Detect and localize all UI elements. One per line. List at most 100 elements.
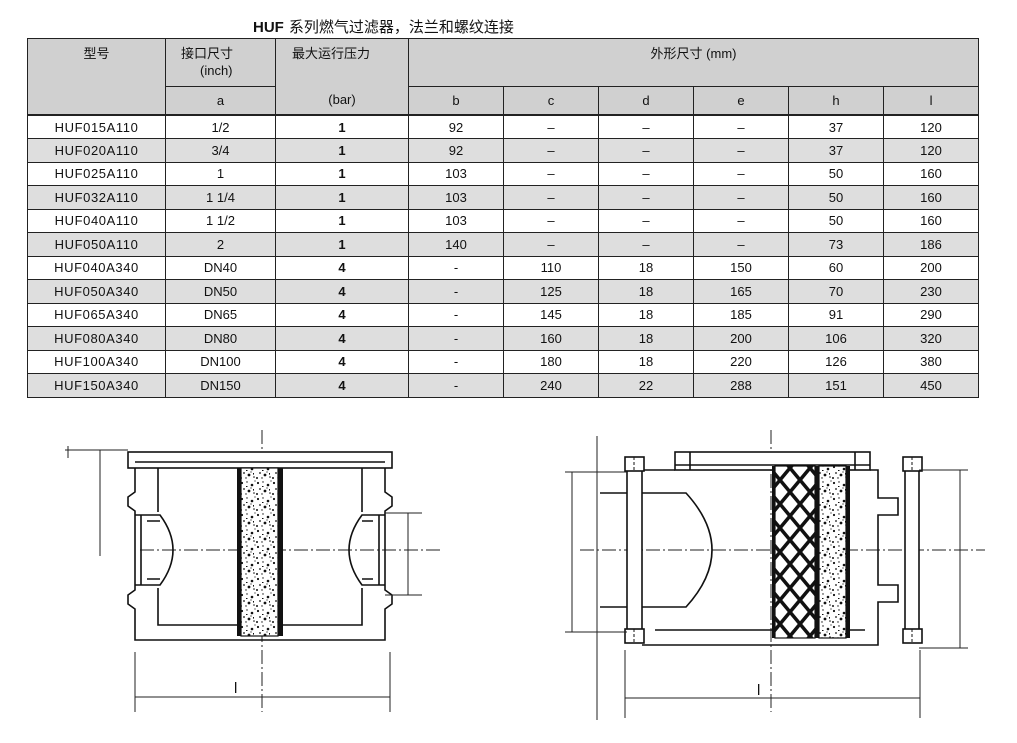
body-outline — [127, 468, 393, 641]
cell-b: 92 — [408, 114, 504, 139]
cell-model: HUF100A340 — [27, 349, 166, 374]
cell-c: 125 — [503, 279, 599, 304]
cell-pressure: 4 — [275, 255, 409, 280]
cell-connection: DN65 — [165, 302, 276, 327]
header-pressure-unit: (bar) — [328, 92, 356, 107]
cell-connection: 1 1/2 — [165, 208, 276, 233]
cell-d: – — [598, 208, 694, 233]
outlet-port — [348, 514, 385, 586]
right-drawing: l — [565, 430, 985, 720]
length-label: l — [234, 680, 237, 697]
header-symbol-a: a — [165, 86, 276, 116]
header-dimensions: 外形尺寸 (mm) — [407, 38, 980, 87]
cell-b: 103 — [408, 161, 504, 186]
header-pressure: 最大运行压力 (bar) — [275, 38, 409, 116]
filter-frame-right — [278, 468, 283, 636]
cell-e: – — [693, 232, 789, 257]
cell-model: HUF050A110 — [27, 232, 166, 257]
cell-l: 450 — [882, 373, 980, 398]
header-symbol-l: l — [882, 86, 980, 116]
cell-l: 380 — [882, 349, 980, 374]
header-model-label: 型号 — [83, 46, 110, 61]
filter-element — [240, 467, 279, 637]
header-symbol-h: h — [788, 86, 884, 116]
title-model: HUF — [253, 19, 284, 36]
cell-c: – — [503, 208, 599, 233]
cell-model: HUF032A110 — [27, 185, 166, 210]
cell-d: 18 — [598, 302, 694, 327]
cell-model: HUF015A110 — [27, 114, 166, 139]
cell-model: HUF080A340 — [27, 326, 166, 351]
cell-model: HUF020A110 — [27, 138, 166, 163]
cell-d: 18 — [598, 255, 694, 280]
cell-b: - — [408, 373, 504, 398]
cell-b: 92 — [408, 138, 504, 163]
cell-l: 160 — [882, 208, 980, 233]
cell-d: – — [598, 232, 694, 257]
cell-pressure: 4 — [275, 279, 409, 304]
cover — [127, 451, 393, 469]
cell-connection: 1 1/4 — [165, 185, 276, 210]
cell-h: 106 — [788, 326, 884, 351]
title-text: 系列燃气过滤器，法兰和螺纹连接 — [288, 19, 514, 36]
cell-c: 145 — [503, 302, 599, 327]
cell-l: 200 — [882, 255, 980, 280]
inlet-flange — [626, 469, 643, 633]
cover-inner-line — [675, 452, 870, 470]
spec-table: 型号 接口尺寸 (inch) 最大运行压力 (bar) 外形尺寸 (mm) a … — [27, 38, 980, 398]
filter-element — [818, 465, 847, 639]
cell-h: 70 — [788, 279, 884, 304]
header-connection: 接口尺寸 (inch) — [165, 38, 276, 87]
cell-c: – — [503, 138, 599, 163]
cell-e: 185 — [693, 302, 789, 327]
cell-d: – — [598, 161, 694, 186]
header-row-1: 型号 接口尺寸 (inch) 最大运行压力 (bar) 外形尺寸 (mm) — [27, 38, 980, 116]
inlet-port — [600, 492, 713, 608]
cell-b: - — [408, 255, 504, 280]
cell-c: 110 — [503, 255, 599, 280]
filter-mesh — [774, 465, 816, 639]
cell-e: – — [693, 114, 789, 139]
cell-l: 230 — [882, 279, 980, 304]
cell-h: 73 — [788, 232, 884, 257]
cell-e: 220 — [693, 349, 789, 374]
cell-h: 37 — [788, 138, 884, 163]
cell-model: HUF040A110 — [27, 208, 166, 233]
cell-d: – — [598, 185, 694, 210]
cell-connection: DN150 — [165, 373, 276, 398]
cell-c: – — [503, 232, 599, 257]
cell-b: - — [408, 279, 504, 304]
cell-h: 37 — [788, 114, 884, 139]
cell-h: 91 — [788, 302, 884, 327]
cell-pressure: 1 — [275, 138, 409, 163]
header-symbol-e: e — [693, 86, 789, 116]
cell-e: – — [693, 161, 789, 186]
cell-l: 120 — [882, 138, 980, 163]
cell-b: - — [408, 302, 504, 327]
cell-connection: DN50 — [165, 279, 276, 304]
cell-e: – — [693, 185, 789, 210]
cell-pressure: 4 — [275, 373, 409, 398]
spec-table-header: 型号 接口尺寸 (inch) 最大运行压力 (bar) 外形尺寸 (mm) a … — [27, 38, 980, 116]
body-outline — [642, 469, 899, 646]
cell-h: 60 — [788, 255, 884, 280]
cell-d: – — [598, 138, 694, 163]
outlet-flange — [904, 469, 920, 633]
cell-l: 160 — [882, 161, 980, 186]
cell-b: 103 — [408, 185, 504, 210]
cell-pressure: 4 — [275, 302, 409, 327]
cell-l: 120 — [882, 114, 980, 139]
filter-frame-left — [772, 466, 775, 638]
dimension-lines — [65, 446, 422, 712]
header-model: 型号 — [27, 38, 166, 116]
filter-frame-left — [237, 468, 241, 636]
cell-b: - — [408, 349, 504, 374]
cell-e: – — [693, 138, 789, 163]
